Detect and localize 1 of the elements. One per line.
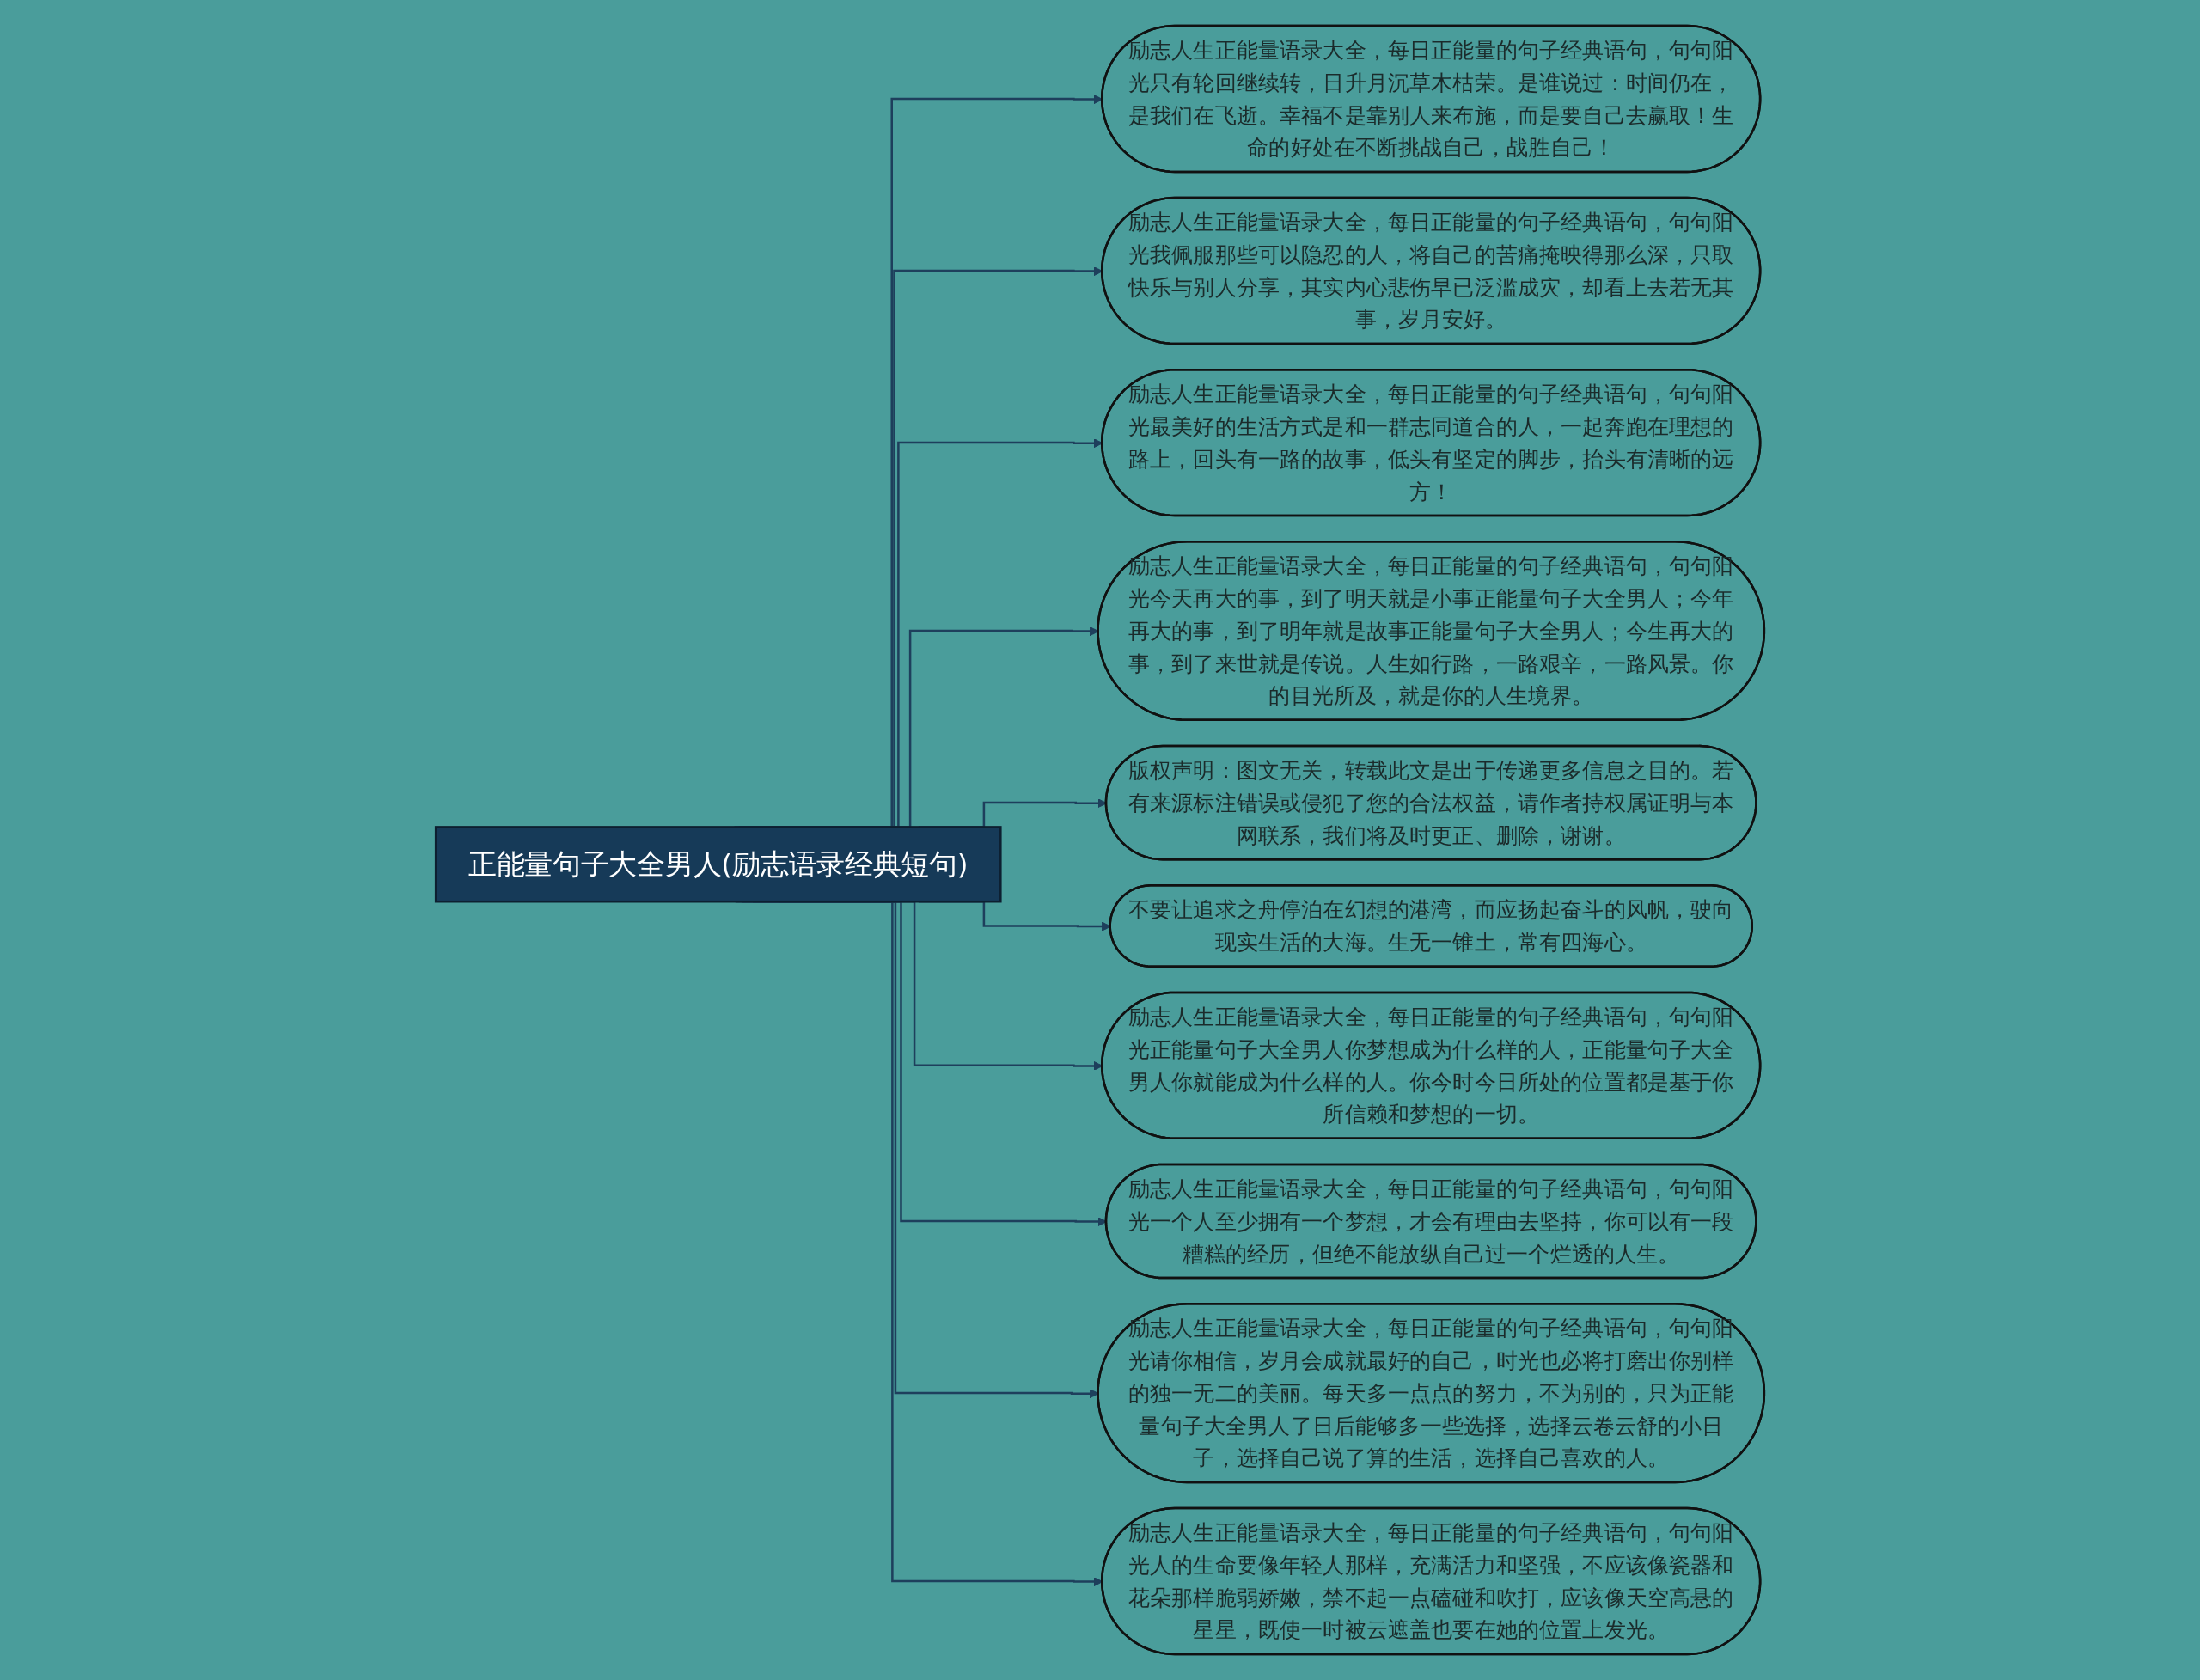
node-box: 正能量句子大全男人(励志语录经典短句) (434, 826, 1002, 903)
